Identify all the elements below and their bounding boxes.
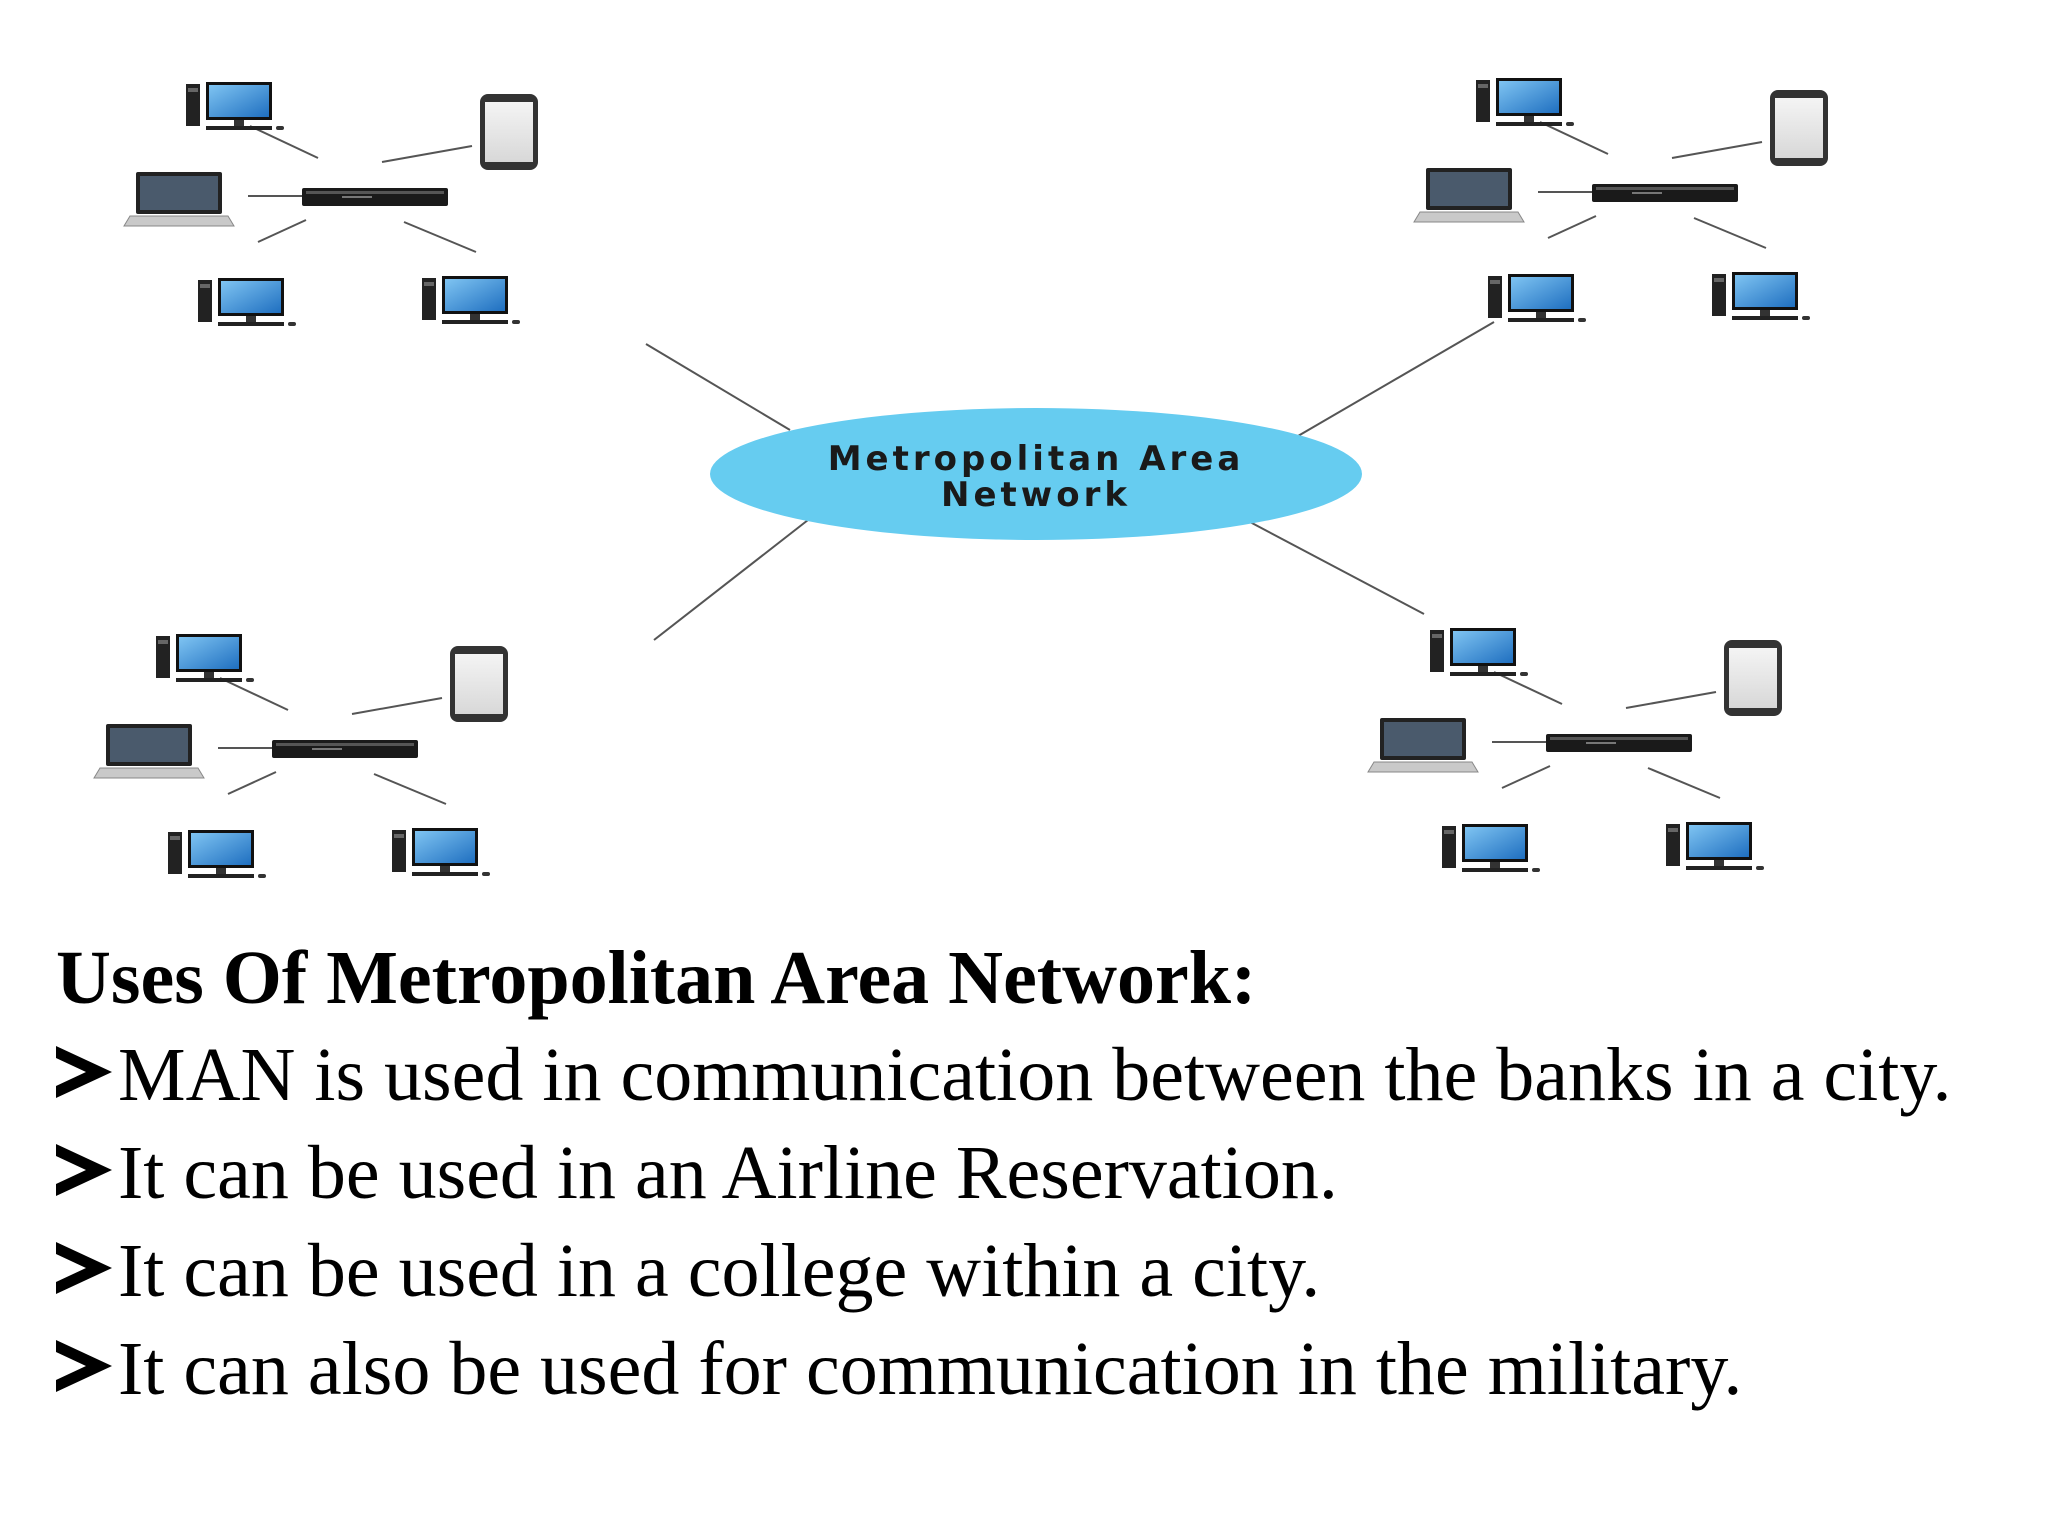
cluster-bottom-right <box>1368 628 1782 872</box>
center-label-line1: Metropolitan Area <box>828 439 1245 479</box>
section-heading: Uses Of Metropolitan Area Network: <box>56 936 1257 1020</box>
arrow-bullet-icon <box>56 1046 112 1098</box>
arrow-bullet-icon <box>56 1144 112 1196</box>
uses-section: Uses Of Metropolitan Area Network: MAN i… <box>56 930 2016 1418</box>
cluster-bottom-left <box>94 634 508 878</box>
list-item-text: It can be used in a college within a cit… <box>118 1229 1321 1313</box>
list-item: It can be used in a college within a cit… <box>56 1222 2016 1320</box>
list-item: It can also be used for communication in… <box>56 1320 2016 1418</box>
list-item: It can be used in an Airline Reservation… <box>56 1124 2016 1222</box>
list-item-text: It can also be used for communication in… <box>118 1327 1743 1411</box>
center-label-line2: Network <box>941 475 1131 515</box>
cluster-top-left <box>124 82 538 326</box>
cluster-top-right <box>1414 78 1828 322</box>
center-node: Metropolitan Area Network <box>710 408 1362 540</box>
list-item-text: It can be used in an Airline Reservation… <box>118 1131 1338 1215</box>
arrow-bullet-icon <box>56 1242 112 1294</box>
list-item: MAN is used in communication between the… <box>56 1026 2016 1124</box>
list-item-text: MAN is used in communication between the… <box>118 1033 1952 1117</box>
uses-list: MAN is used in communication between the… <box>56 1026 2016 1418</box>
man-network-diagram: Metropolitan Area Network <box>0 0 2048 900</box>
arrow-bullet-icon <box>56 1340 112 1392</box>
backbone-links <box>645 321 1495 641</box>
